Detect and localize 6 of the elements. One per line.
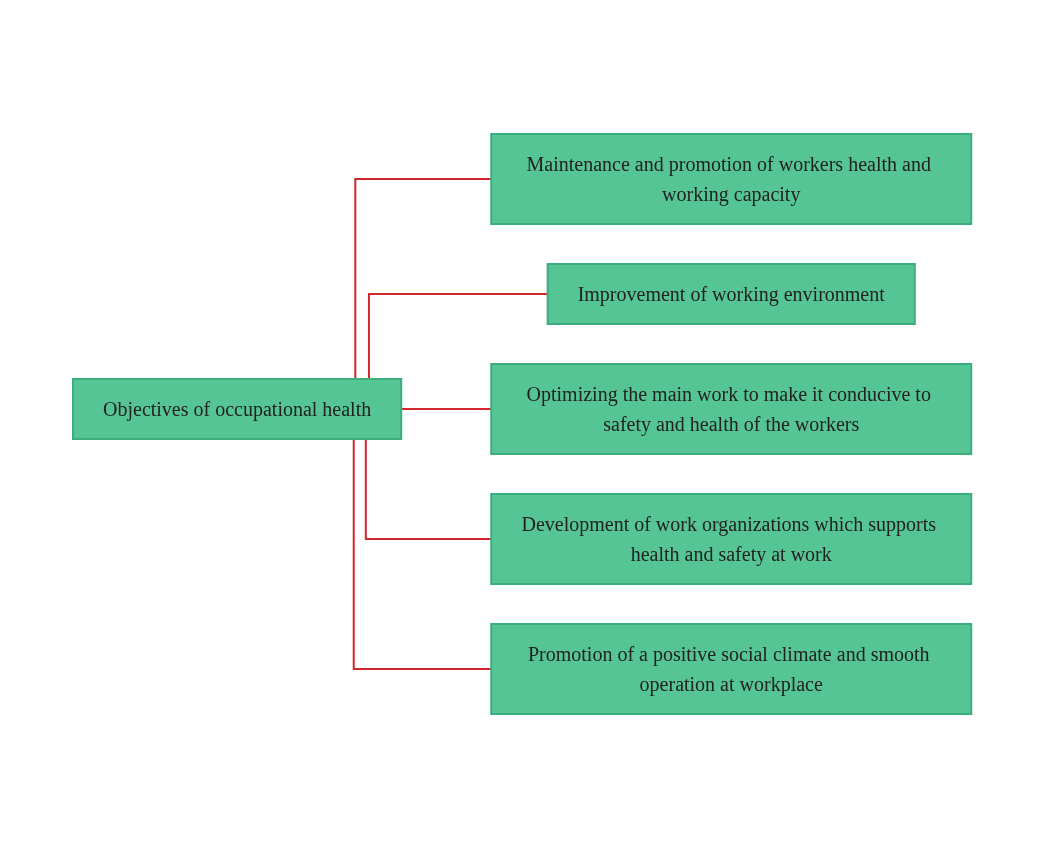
node-box: Optimizing the main work to make it conducive to safety and health of the workers [490, 363, 973, 455]
node-box: Development of work organizations which supports health and safety at work [490, 493, 973, 585]
node-box: Objectives of occupational health [71, 378, 403, 440]
node-box: Improvement of working environment [546, 263, 916, 325]
node-box: Maintenance and promotion of workers health and working capacity [490, 133, 973, 225]
node-box: Promotion of a positive social climate and smooth operation at workplace [490, 623, 973, 715]
